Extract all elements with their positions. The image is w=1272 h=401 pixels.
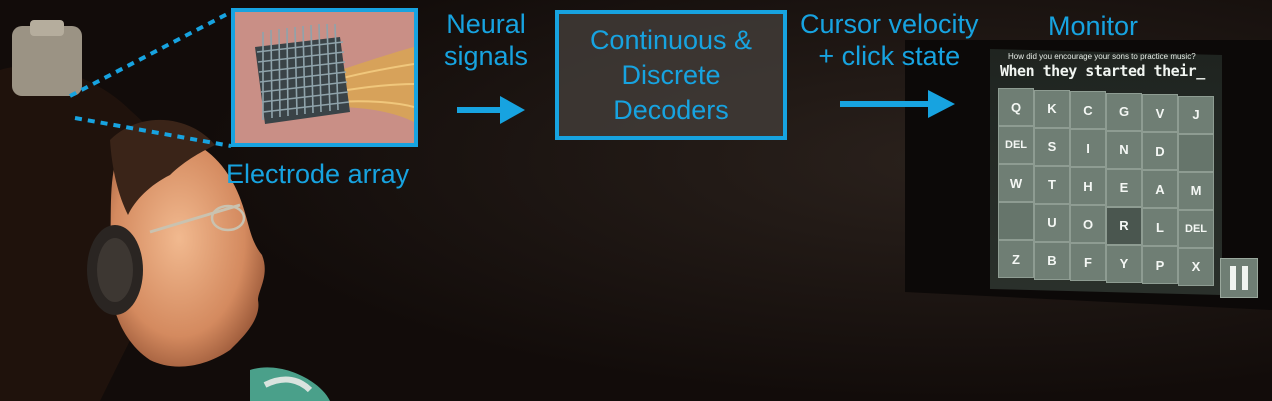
- key-j[interactable]: J: [1178, 95, 1214, 134]
- key-u[interactable]: U: [1034, 203, 1070, 242]
- key-c[interactable]: C: [1070, 91, 1106, 129]
- key-a[interactable]: A: [1142, 170, 1178, 208]
- pause-icon-bar: [1230, 266, 1236, 290]
- key-d[interactable]: D: [1142, 132, 1178, 170]
- key-y[interactable]: Y: [1106, 244, 1142, 283]
- key-p[interactable]: P: [1142, 246, 1178, 284]
- key-x[interactable]: X: [1178, 247, 1214, 286]
- key-w[interactable]: W: [998, 164, 1034, 202]
- face-shape: [109, 133, 265, 367]
- decoders-box: Continuous & Discrete Decoders: [555, 10, 787, 140]
- electrode-array-photo: [231, 8, 418, 147]
- decoders-label: Continuous & Discrete Decoders: [589, 24, 753, 125]
- neural-signals-label: Neural signals: [444, 9, 529, 71]
- key-s[interactable]: S: [1034, 127, 1070, 166]
- monitor-label: Monitor: [1048, 11, 1139, 41]
- key-del[interactable]: DEL: [1178, 209, 1214, 248]
- key-k[interactable]: K: [1034, 89, 1070, 128]
- key-n[interactable]: N: [1106, 130, 1142, 169]
- cursor-output-label: Cursor velocity + click state: [800, 9, 979, 71]
- typed-text: When they started their_: [1000, 62, 1205, 80]
- key-blank[interactable]: [1178, 133, 1214, 172]
- key-blank[interactable]: [998, 202, 1034, 240]
- key-e[interactable]: E: [1106, 168, 1142, 207]
- key-q[interactable]: Q: [998, 88, 1034, 126]
- pause-button[interactable]: [1220, 258, 1258, 298]
- electrode-array-image: [235, 12, 414, 143]
- key-i[interactable]: I: [1070, 129, 1106, 167]
- key-b[interactable]: B: [1034, 241, 1070, 280]
- key-l[interactable]: L: [1142, 208, 1178, 246]
- key-r[interactable]: R: [1106, 206, 1142, 245]
- key-v[interactable]: V: [1142, 94, 1178, 132]
- key-z[interactable]: Z: [998, 240, 1034, 278]
- key-h[interactable]: H: [1070, 167, 1106, 205]
- key-del[interactable]: DEL: [998, 126, 1034, 164]
- key-f[interactable]: F: [1070, 243, 1106, 281]
- key-g[interactable]: G: [1106, 92, 1142, 131]
- key-t[interactable]: T: [1034, 165, 1070, 204]
- pause-icon-bar: [1242, 266, 1248, 290]
- screen-prompt: How did you encourage your sons to pract…: [1008, 52, 1196, 61]
- key-o[interactable]: O: [1070, 205, 1106, 243]
- key-m[interactable]: M: [1178, 171, 1214, 210]
- electrode-array-label: Electrode array: [226, 159, 410, 189]
